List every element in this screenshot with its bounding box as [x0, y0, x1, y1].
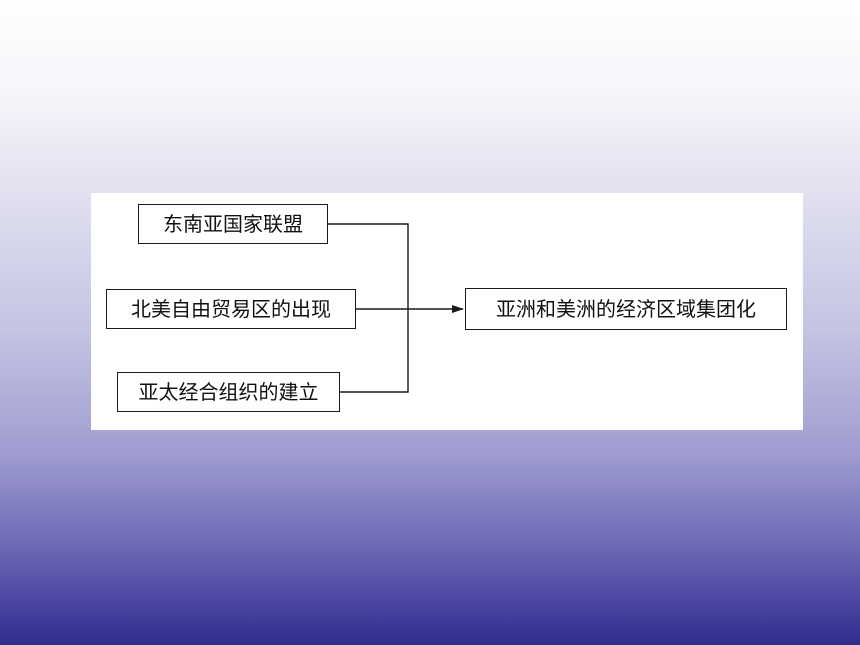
source-box-asean: 东南亚国家联盟: [138, 204, 328, 244]
source-box-nafta: 北美自由贸易区的出现: [106, 289, 356, 329]
source-label-apec: 亚太经合组织的建立: [138, 380, 319, 404]
target-label: 亚洲和美洲的经济区域集团化: [496, 297, 756, 321]
target-box: 亚洲和美洲的经济区域集团化: [465, 288, 787, 330]
source-label-nafta: 北美自由贸易区的出现: [131, 297, 331, 321]
source-label-asean: 东南亚国家联盟: [163, 212, 303, 236]
connector-lines: [328, 223, 464, 393]
connector-bottom: [340, 309, 409, 393]
source-box-apec: 亚太经合组织的建立: [117, 372, 340, 412]
diagram-panel: 东南亚国家联盟 北美自由贸易区的出现 亚太经合组织的建立 亚洲和美洲的经济区域集…: [91, 193, 803, 430]
connector-top: [328, 223, 409, 309]
